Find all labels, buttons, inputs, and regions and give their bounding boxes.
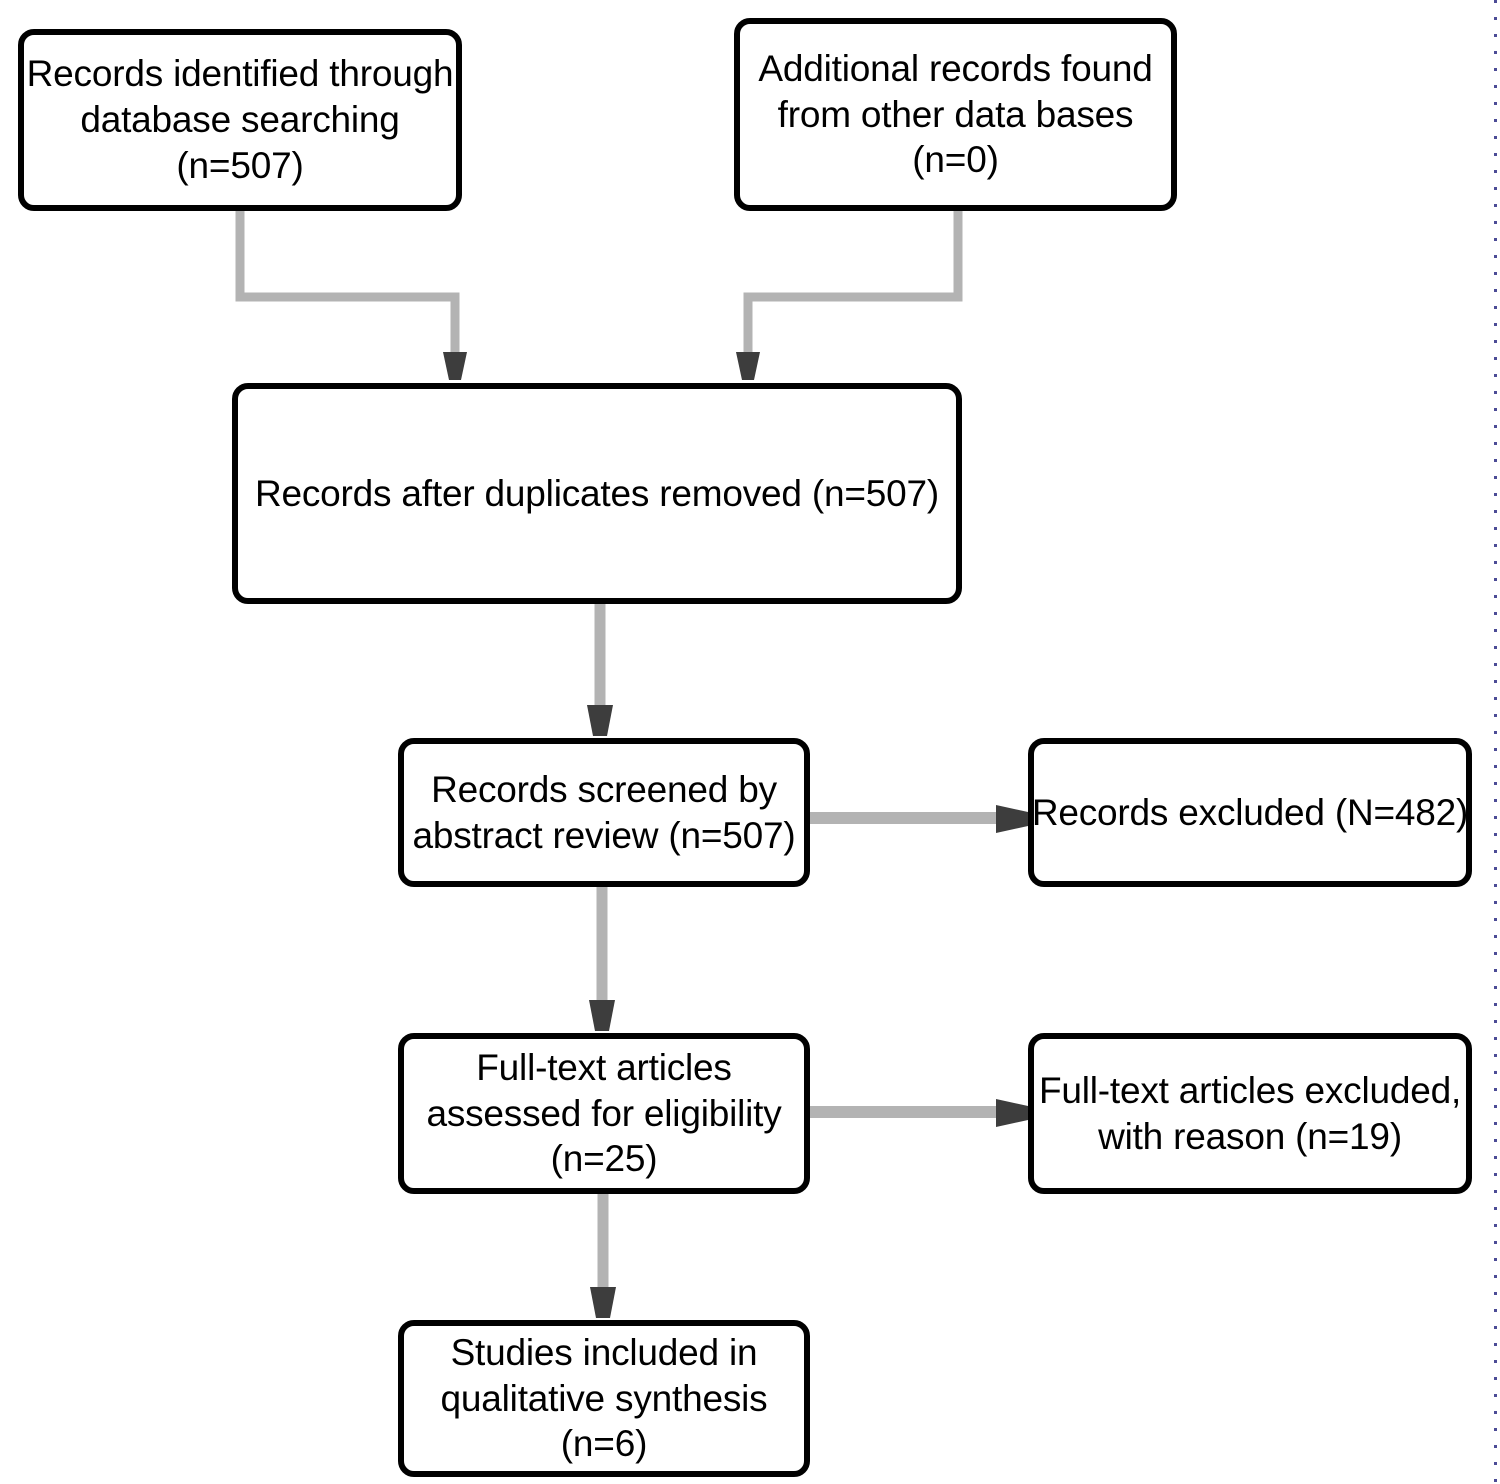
connector-fulltext-to-included bbox=[590, 1194, 616, 1318]
records-identified-box[interactable]: Records identified through database sear… bbox=[18, 29, 462, 211]
records-after-duplicates-box[interactable]: Records after duplicates removed (n=507) bbox=[232, 383, 962, 604]
fulltext-excluded-label: Full-text articles excluded, with reason… bbox=[1038, 1069, 1462, 1157]
fulltext-excluded-box[interactable]: Full-text articles excluded, with reason… bbox=[1028, 1033, 1472, 1194]
records-excluded-box[interactable]: Records excluded (N=482) bbox=[1028, 738, 1472, 887]
connector-fulltext-to-excluded bbox=[810, 1099, 1028, 1127]
connector-duplicates-to-screened bbox=[587, 604, 613, 736]
connector-screened-to-excluded bbox=[810, 805, 1028, 833]
records-excluded-label: Records excluded (N=482) bbox=[1031, 791, 1469, 833]
studies-included-box[interactable]: Studies included in qualitative synthesi… bbox=[398, 1320, 810, 1477]
studies-included-label: Studies included in qualitative synthesi… bbox=[440, 1331, 768, 1465]
additional-records-box[interactable]: Additional records found from other data… bbox=[734, 18, 1177, 211]
fulltext-assessed-label: Full-text articles assessed for eligibil… bbox=[426, 1046, 782, 1180]
records-identified-label: Records identified through database sear… bbox=[26, 53, 454, 186]
records-screened-label: Records screened by abstract review (n=5… bbox=[412, 768, 796, 856]
page-margin-guide bbox=[1494, 0, 1497, 1484]
additional-records-label: Additional records found from other data… bbox=[758, 47, 1153, 181]
connector-screened-to-fulltext bbox=[589, 887, 615, 1031]
fulltext-assessed-box[interactable]: Full-text articles assessed for eligibil… bbox=[398, 1033, 810, 1194]
connector-additional-to-duplicates bbox=[736, 211, 963, 380]
connector-identified-to-duplicates bbox=[235, 211, 467, 380]
records-screened-box[interactable]: Records screened by abstract review (n=5… bbox=[398, 738, 810, 887]
records-after-duplicates-label: Records after duplicates removed (n=507) bbox=[254, 472, 940, 514]
